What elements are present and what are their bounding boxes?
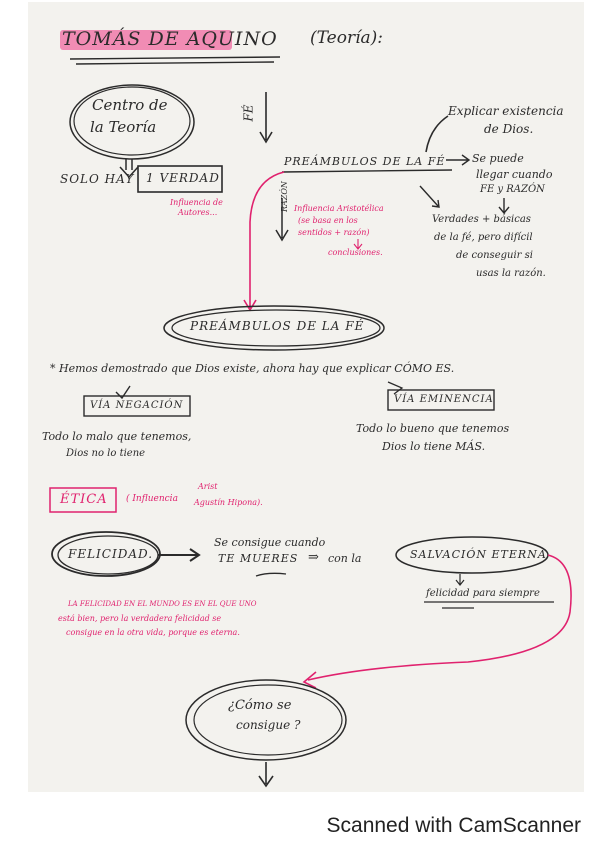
malo-line1: Todo lo malo que tenemos,: [42, 430, 192, 443]
via-eminencia-box: [387, 389, 495, 411]
salvacion-text: SALVACIÓN ETERNA: [410, 548, 547, 561]
verdades-line3: de conseguir si: [456, 250, 533, 261]
preambulos-circle-text: PREÁMBULOS DE LA FÉ: [190, 319, 365, 333]
explain-curve: [425, 115, 449, 153]
title-main: TOMÁS DE AQUINO: [62, 28, 278, 50]
verdad-text: 1 VERDAD: [146, 171, 220, 185]
verdades-line2: de la fé, pero difícil: [434, 232, 533, 243]
etica-box: [49, 487, 117, 513]
preambulos-top: PREÁMBULOS DE LA FÉ: [284, 155, 446, 168]
scanned-note-page: TOMÁS DE AQUINO (Teoría): Centro de la T…: [28, 2, 584, 792]
title-underline-1: [69, 56, 281, 60]
via-negacion-text: VÍA NEGACIÓN: [90, 400, 184, 411]
mundo-line2: está bien, pero la verdadera felicidad s…: [58, 614, 222, 623]
mundo-line1: LA FELICIDAD EN EL MUNDO ES EN EL QUE UN…: [68, 600, 257, 608]
felicidad-siempre: felicidad para siempre: [426, 588, 540, 599]
consigue-line3: con la: [328, 552, 362, 565]
bueno-line2: Dios lo tiene MÁS.: [382, 440, 486, 453]
mundo-line3: consigue en la otra vida, porque es eter…: [66, 628, 240, 637]
aristotelica-line3: sentidos + razón): [298, 228, 370, 237]
arrow-down-right-icon: [419, 185, 440, 208]
via-eminencia-text: VÍA EMINENCIA: [394, 394, 494, 405]
autores-line2: Autores...: [178, 208, 218, 217]
via-eminencia-arrow-icon: [387, 381, 404, 395]
influencia-etica-line1: Arist: [198, 482, 218, 491]
center-line2: la Teoría: [90, 118, 157, 136]
felicidad-arrow-icon: [158, 548, 201, 562]
consigue-line1: Se consigue cuando: [214, 536, 326, 549]
scanner-footer: Scanned with CamScanner: [326, 814, 581, 837]
influencia-etica-prefix: ( Influencia: [126, 494, 178, 504]
razon-arrow-icon: [275, 198, 289, 242]
pink-link-arrow: [243, 171, 285, 312]
verdades-line1: Verdades + básicas: [432, 214, 531, 225]
consigue-arrow: ⇒: [308, 550, 319, 565]
influencia-etica-line2: Agustín Hipona).: [194, 498, 263, 507]
aristotelica-line2: (se basa en los: [298, 216, 358, 225]
etica-text: ÉTICA: [60, 492, 108, 507]
como-ellipse: [185, 679, 347, 761]
como-line2: consigue ?: [236, 718, 301, 732]
title-highlight: [60, 30, 232, 50]
title-sub: (Teoría):: [310, 28, 384, 48]
como-ellipse-inner: [193, 684, 343, 756]
aristotelica-line1: Influencia Aristotélica: [294, 204, 384, 213]
bottom-arrow-icon: [258, 762, 274, 788]
consigue-line2: TE MUERES: [218, 552, 299, 565]
arrow-down-small-icon: [498, 198, 510, 215]
conclusion-arrow-icon: [353, 239, 363, 250]
se-puede-line1: Se puede: [472, 152, 524, 165]
center-line1: Centro de: [92, 96, 168, 114]
swoosh: [255, 572, 287, 577]
preambulos-ellipse: [163, 305, 385, 351]
aristotelica-line4: conclusiones.: [328, 248, 383, 257]
se-puede-line2: llegar cuando: [476, 168, 553, 181]
verdades-line4: usas la razón.: [476, 268, 546, 279]
center-ellipse-inner: [73, 86, 191, 156]
bueno-line1: Todo lo bueno que tenemos: [356, 422, 510, 435]
fe-arrow-icon: [259, 92, 273, 144]
salvacion-arrow-icon: [455, 574, 465, 586]
felicidad-text: FELICIDAD.: [68, 547, 154, 561]
autores-line1: Influencia de: [170, 198, 223, 207]
explain-line1: Explicar existencia: [448, 104, 564, 118]
malo-line2: Dios no lo tiene: [66, 448, 146, 459]
explain-line2: de Dios.: [484, 122, 534, 136]
preambulos-underline: [281, 169, 453, 173]
fe-label: FÉ: [241, 104, 256, 122]
pink-return-arrow: [302, 554, 572, 689]
check-icon: [115, 385, 131, 400]
verdad-box: [137, 165, 223, 193]
double-arrow-down: [119, 159, 139, 179]
via-negacion-box: [83, 395, 191, 417]
como-line1: ¿Cómo se: [228, 698, 292, 713]
razon-label: RAZÓN: [280, 181, 289, 212]
preambulos-ellipse-inner: [171, 309, 381, 347]
se-puede-line3: FE y RAZÓN: [480, 184, 545, 195]
sketch-layer: [49, 30, 572, 788]
arrow-right-icon: [446, 154, 471, 166]
solo-hay: SOLO HAY: [60, 172, 135, 186]
title-underline-2: [75, 61, 275, 65]
hemos-text: * Hemos demostrado que Dios existe, ahor…: [50, 362, 455, 375]
